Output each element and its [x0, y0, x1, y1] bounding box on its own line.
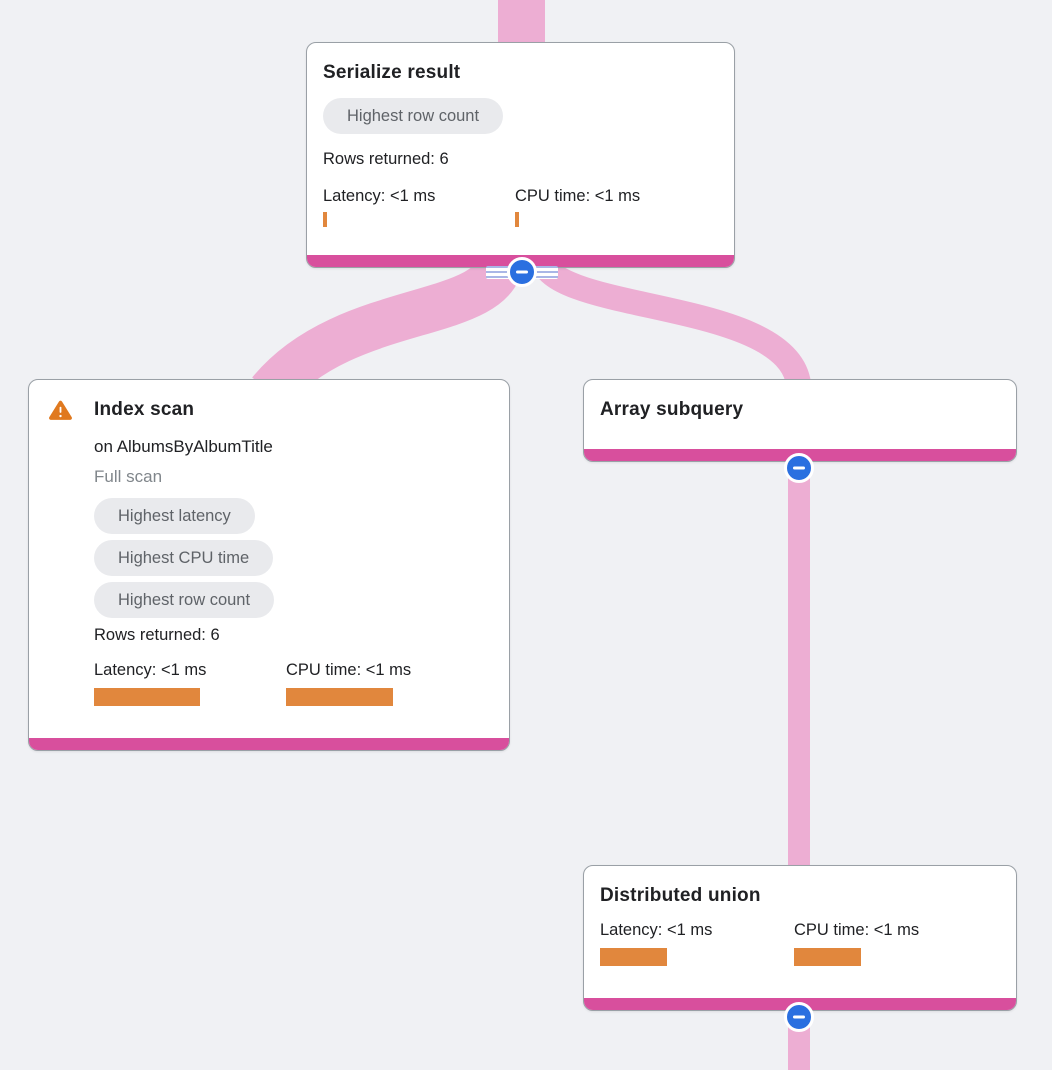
latency-metric: Latency: <1 ms [600, 919, 794, 966]
cpu-bar [515, 212, 519, 227]
cpu-bar [794, 948, 861, 966]
rows-returned: Rows returned: 6 [323, 150, 449, 168]
badge-highest-row-count: Highest row count [94, 582, 275, 618]
latency-label: Latency: <1 ms [600, 921, 713, 939]
badge-highest-row-count: Highest row count [323, 98, 504, 134]
plan-node-array-subquery[interactable]: Array subquery [583, 379, 1017, 462]
plan-node-index-scan[interactable]: Index scan on AlbumsByAlbumTitle Full sc… [28, 379, 510, 751]
cpu-metric: CPU time: <1 ms [286, 659, 478, 706]
collapse-button-array-subquery[interactable] [784, 453, 814, 483]
node-title: Array subquery [600, 399, 744, 420]
latency-metric: Latency: <1 ms [94, 659, 286, 706]
node-accent-bar [29, 738, 509, 750]
badge-highest-latency: Highest latency [94, 498, 255, 534]
node-title: Distributed union [600, 885, 761, 906]
plan-node-distributed-union[interactable]: Distributed union Latency: <1 ms CPU tim… [583, 865, 1017, 1011]
rows-returned: Rows returned: 6 [94, 626, 220, 644]
cpu-bar [286, 688, 393, 706]
cpu-label: CPU time: <1 ms [794, 921, 920, 939]
node-subtitle: on AlbumsByAlbumTitle [94, 437, 273, 456]
node-body: on AlbumsByAlbumTitle Full scan Highest … [94, 435, 489, 706]
badge-row: Highest latency Highest CPU time Highest… [94, 498, 489, 624]
edge-serialize-to-index-scan [252, 253, 524, 408]
warning-icon [49, 400, 72, 420]
cpu-metric: CPU time: <1 ms [794, 919, 988, 966]
scan-note: Full scan [94, 467, 163, 486]
node-title: Index scan [94, 399, 195, 420]
edge-serialize-to-array-subquery [529, 253, 812, 392]
metrics-row: Latency: <1 ms CPU time: <1 ms [94, 659, 489, 706]
node-header: Index scan [49, 397, 489, 423]
latency-bar [323, 212, 327, 227]
badge-highest-cpu-time: Highest CPU time [94, 540, 274, 576]
latency-label: Latency: <1 ms [323, 187, 436, 205]
cpu-metric: CPU time: <1 ms [515, 185, 707, 227]
metrics-row: Latency: <1 ms CPU time: <1 ms [600, 919, 1000, 966]
latency-metric: Latency: <1 ms [323, 185, 515, 227]
latency-bar [94, 688, 200, 706]
metrics-row: Latency: <1 ms CPU time: <1 ms [323, 185, 718, 227]
badge-row: Highest row count [323, 98, 718, 140]
plan-node-serialize-result[interactable]: Serialize result Highest row count Rows … [306, 42, 735, 268]
collapse-button-serialize-result[interactable] [507, 257, 537, 287]
cpu-label: CPU time: <1 ms [286, 661, 412, 679]
collapse-button-distributed-union[interactable] [784, 1002, 814, 1032]
cpu-label: CPU time: <1 ms [515, 187, 641, 205]
latency-bar [600, 948, 667, 966]
latency-label: Latency: <1 ms [94, 661, 207, 679]
node-title: Serialize result [323, 62, 461, 83]
